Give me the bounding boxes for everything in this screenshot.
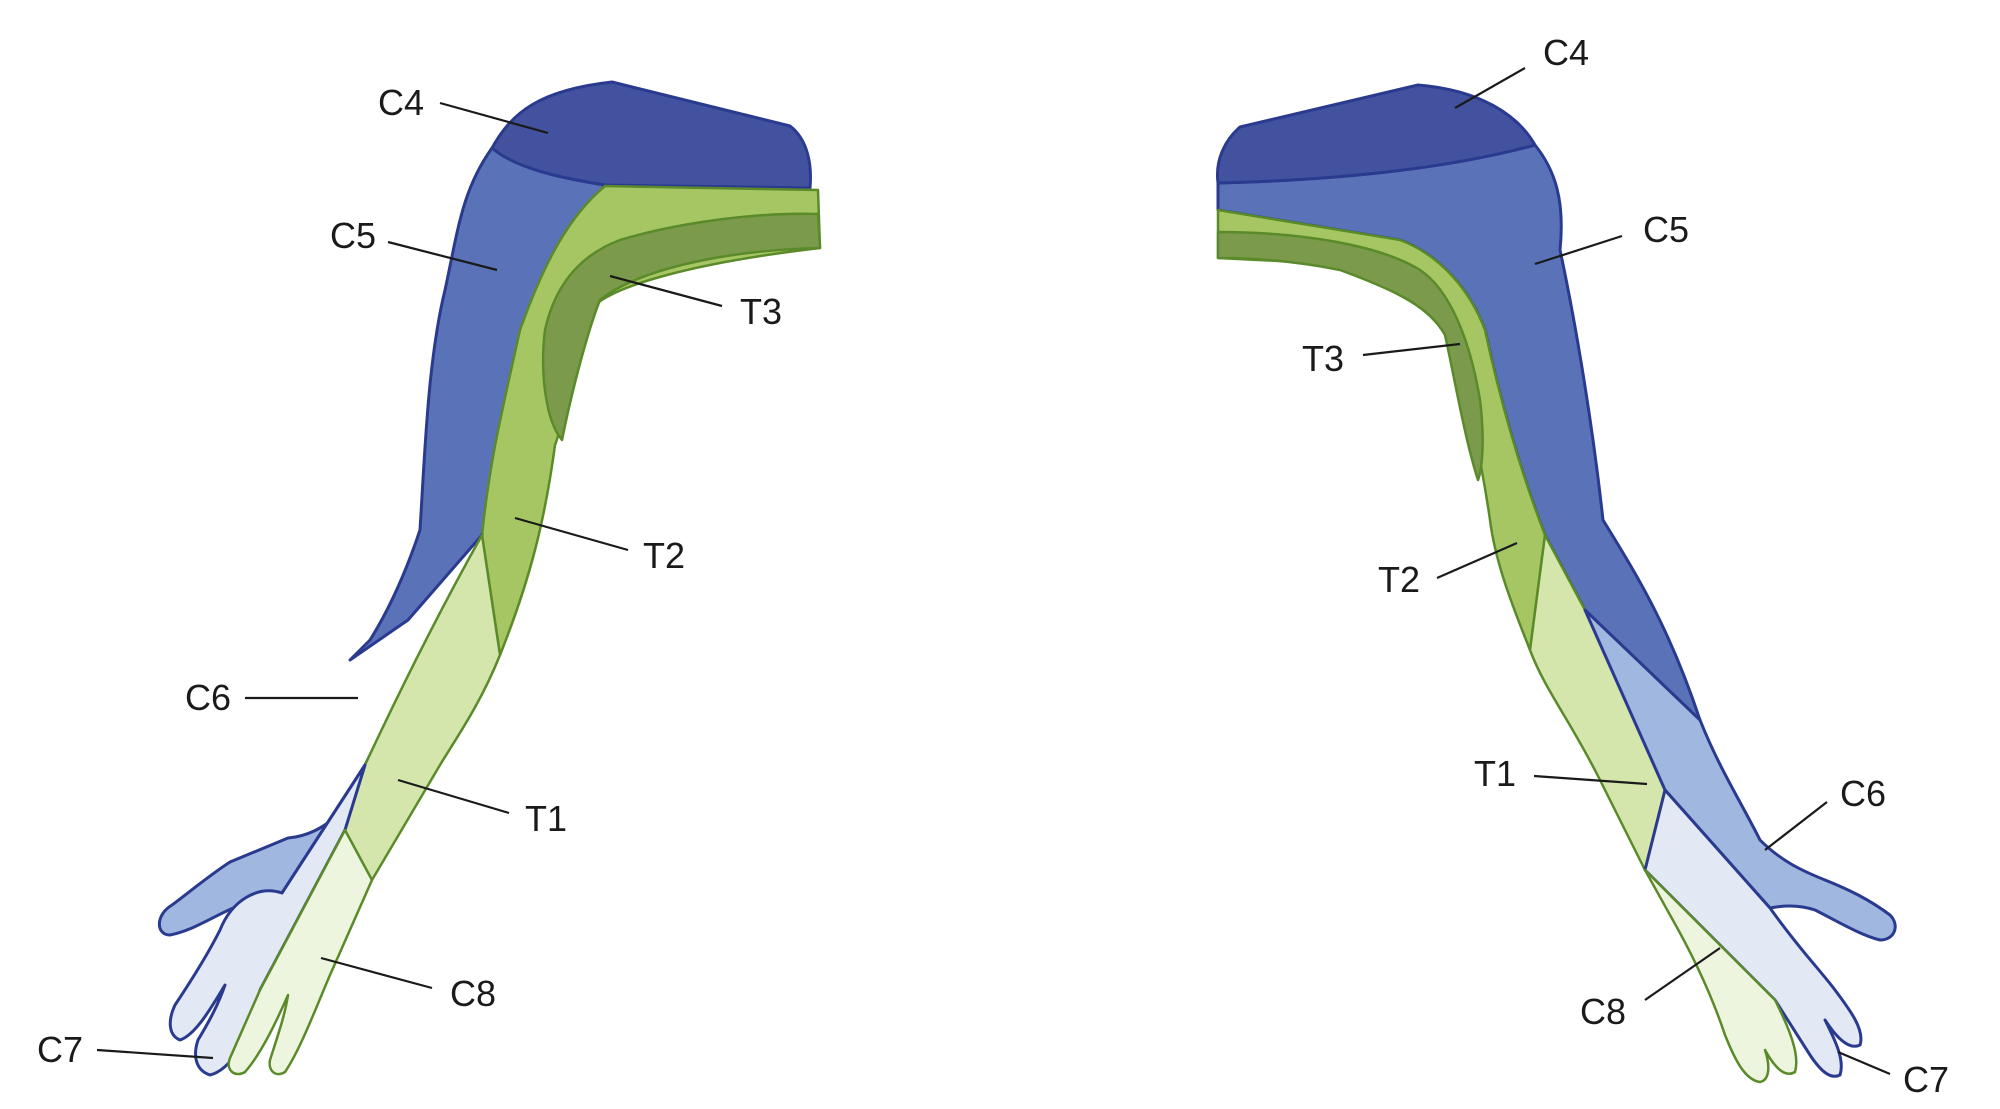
left-c7-leader [96,1048,214,1060]
left-c7-label: C7 [37,1029,83,1070]
left-c4-region [490,80,812,190]
right-c4-leader [1454,67,1526,109]
right-c8-leader [1644,947,1721,1001]
left-c5-leader [387,240,498,272]
left-c5-label: C5 [330,215,376,256]
right-t3-region [1216,230,1484,482]
left-t1-leader [397,778,510,815]
right-c8-region [1643,868,1798,1084]
right-c6-label: C6 [1840,773,1886,814]
left-c8-leader [320,956,433,990]
left-t1-label: T1 [525,798,567,839]
left-arm: C4 C5 T3 T2 C6 T1 C8 C7 [37,80,822,1077]
right-c8-label: C8 [1580,991,1626,1032]
right-c6-region [1583,608,1897,942]
right-t3-label: T3 [1302,338,1344,379]
right-c4-region [1215,83,1537,185]
right-c7-leader [1837,1050,1891,1076]
right-c4-label: C4 [1543,32,1589,73]
right-t3-leader [1362,342,1461,357]
right-c5-leader [1534,234,1623,266]
left-t3-label: T3 [740,291,782,332]
right-c7-region [1643,788,1863,1078]
right-t2-leader [1436,541,1518,580]
left-c8-region [227,828,374,1076]
right-c7-label: C7 [1903,1059,1949,1100]
left-t2-leader [514,516,629,552]
right-c6-leader [1764,801,1828,851]
right-t2-label: T2 [1378,559,1420,600]
left-t2-label: T2 [643,535,685,576]
left-t3-region [541,212,822,442]
left-c6-label: C6 [185,677,231,718]
left-c4-label: C4 [378,82,424,123]
right-t1-leader [1533,774,1648,786]
left-c8-label: C8 [450,973,496,1014]
left-c4-leader [439,101,549,135]
left-c7-region [168,763,367,1077]
right-arm: C4 C5 T3 T2 T1 C6 C8 C7 [1215,32,1949,1100]
right-t1-label: T1 [1474,753,1516,794]
right-c5-label: C5 [1643,209,1689,250]
left-t3-leader [609,274,723,308]
